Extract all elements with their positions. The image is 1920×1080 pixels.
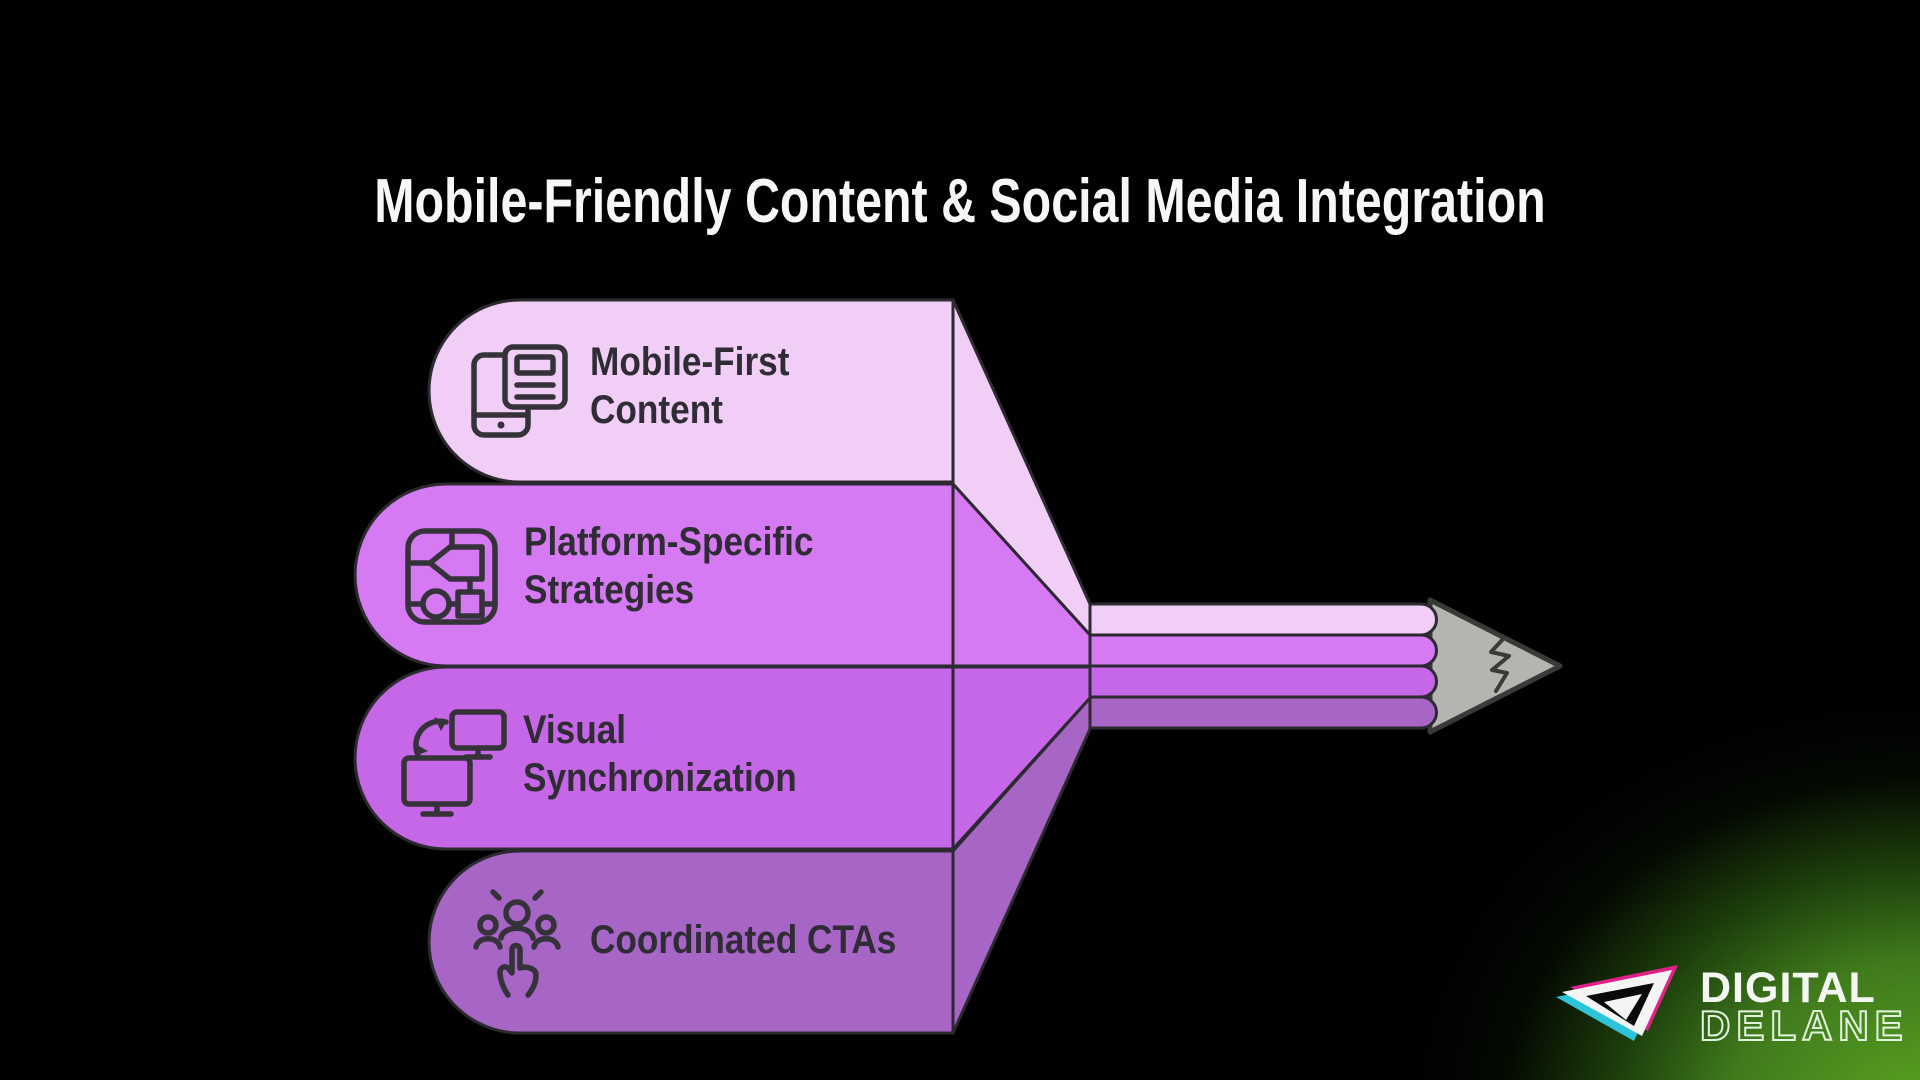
mobile-news-icon — [471, 344, 568, 438]
pencil-tip-crack — [1489, 636, 1511, 693]
logo-triangle-icon — [1556, 965, 1678, 1041]
item-label-visual-sync: Visual Synchronization — [523, 708, 797, 800]
digital-delane-logo: DIGITAL DELANE — [1548, 960, 1920, 1070]
pencil-stripe-1 — [1086, 602, 1438, 637]
logo-word-digital: DIGITAL — [1700, 964, 1876, 1012]
band-platform-specific — [353, 482, 955, 668]
page-title-text: Mobile-Friendly Content & Social Media I… — [374, 167, 1546, 236]
pencil-stripe-3 — [1086, 664, 1438, 699]
item-label-mobile-first: Mobile-First Content — [590, 340, 790, 432]
screens-sync-icon — [401, 709, 507, 817]
strategy-flowchart-icon — [405, 528, 498, 625]
audience-tap-icon — [473, 889, 561, 998]
pencil-stripe-4 — [1086, 695, 1438, 730]
item-label-coordinated-ctas: Coordinated CTAs — [590, 918, 897, 962]
logo-word-delane: DELANE — [1699, 1002, 1909, 1049]
band-coordinated-ctas — [427, 849, 955, 1035]
logo-triangle-inner-white — [1604, 994, 1642, 1020]
pencil-stripe-2 — [1086, 633, 1438, 668]
item-label-platform-specific: Platform-Specific Strategies — [524, 520, 814, 612]
page-title: Mobile-Friendly Content & Social Media I… — [0, 170, 1920, 234]
pencil-tip — [1427, 597, 1563, 735]
